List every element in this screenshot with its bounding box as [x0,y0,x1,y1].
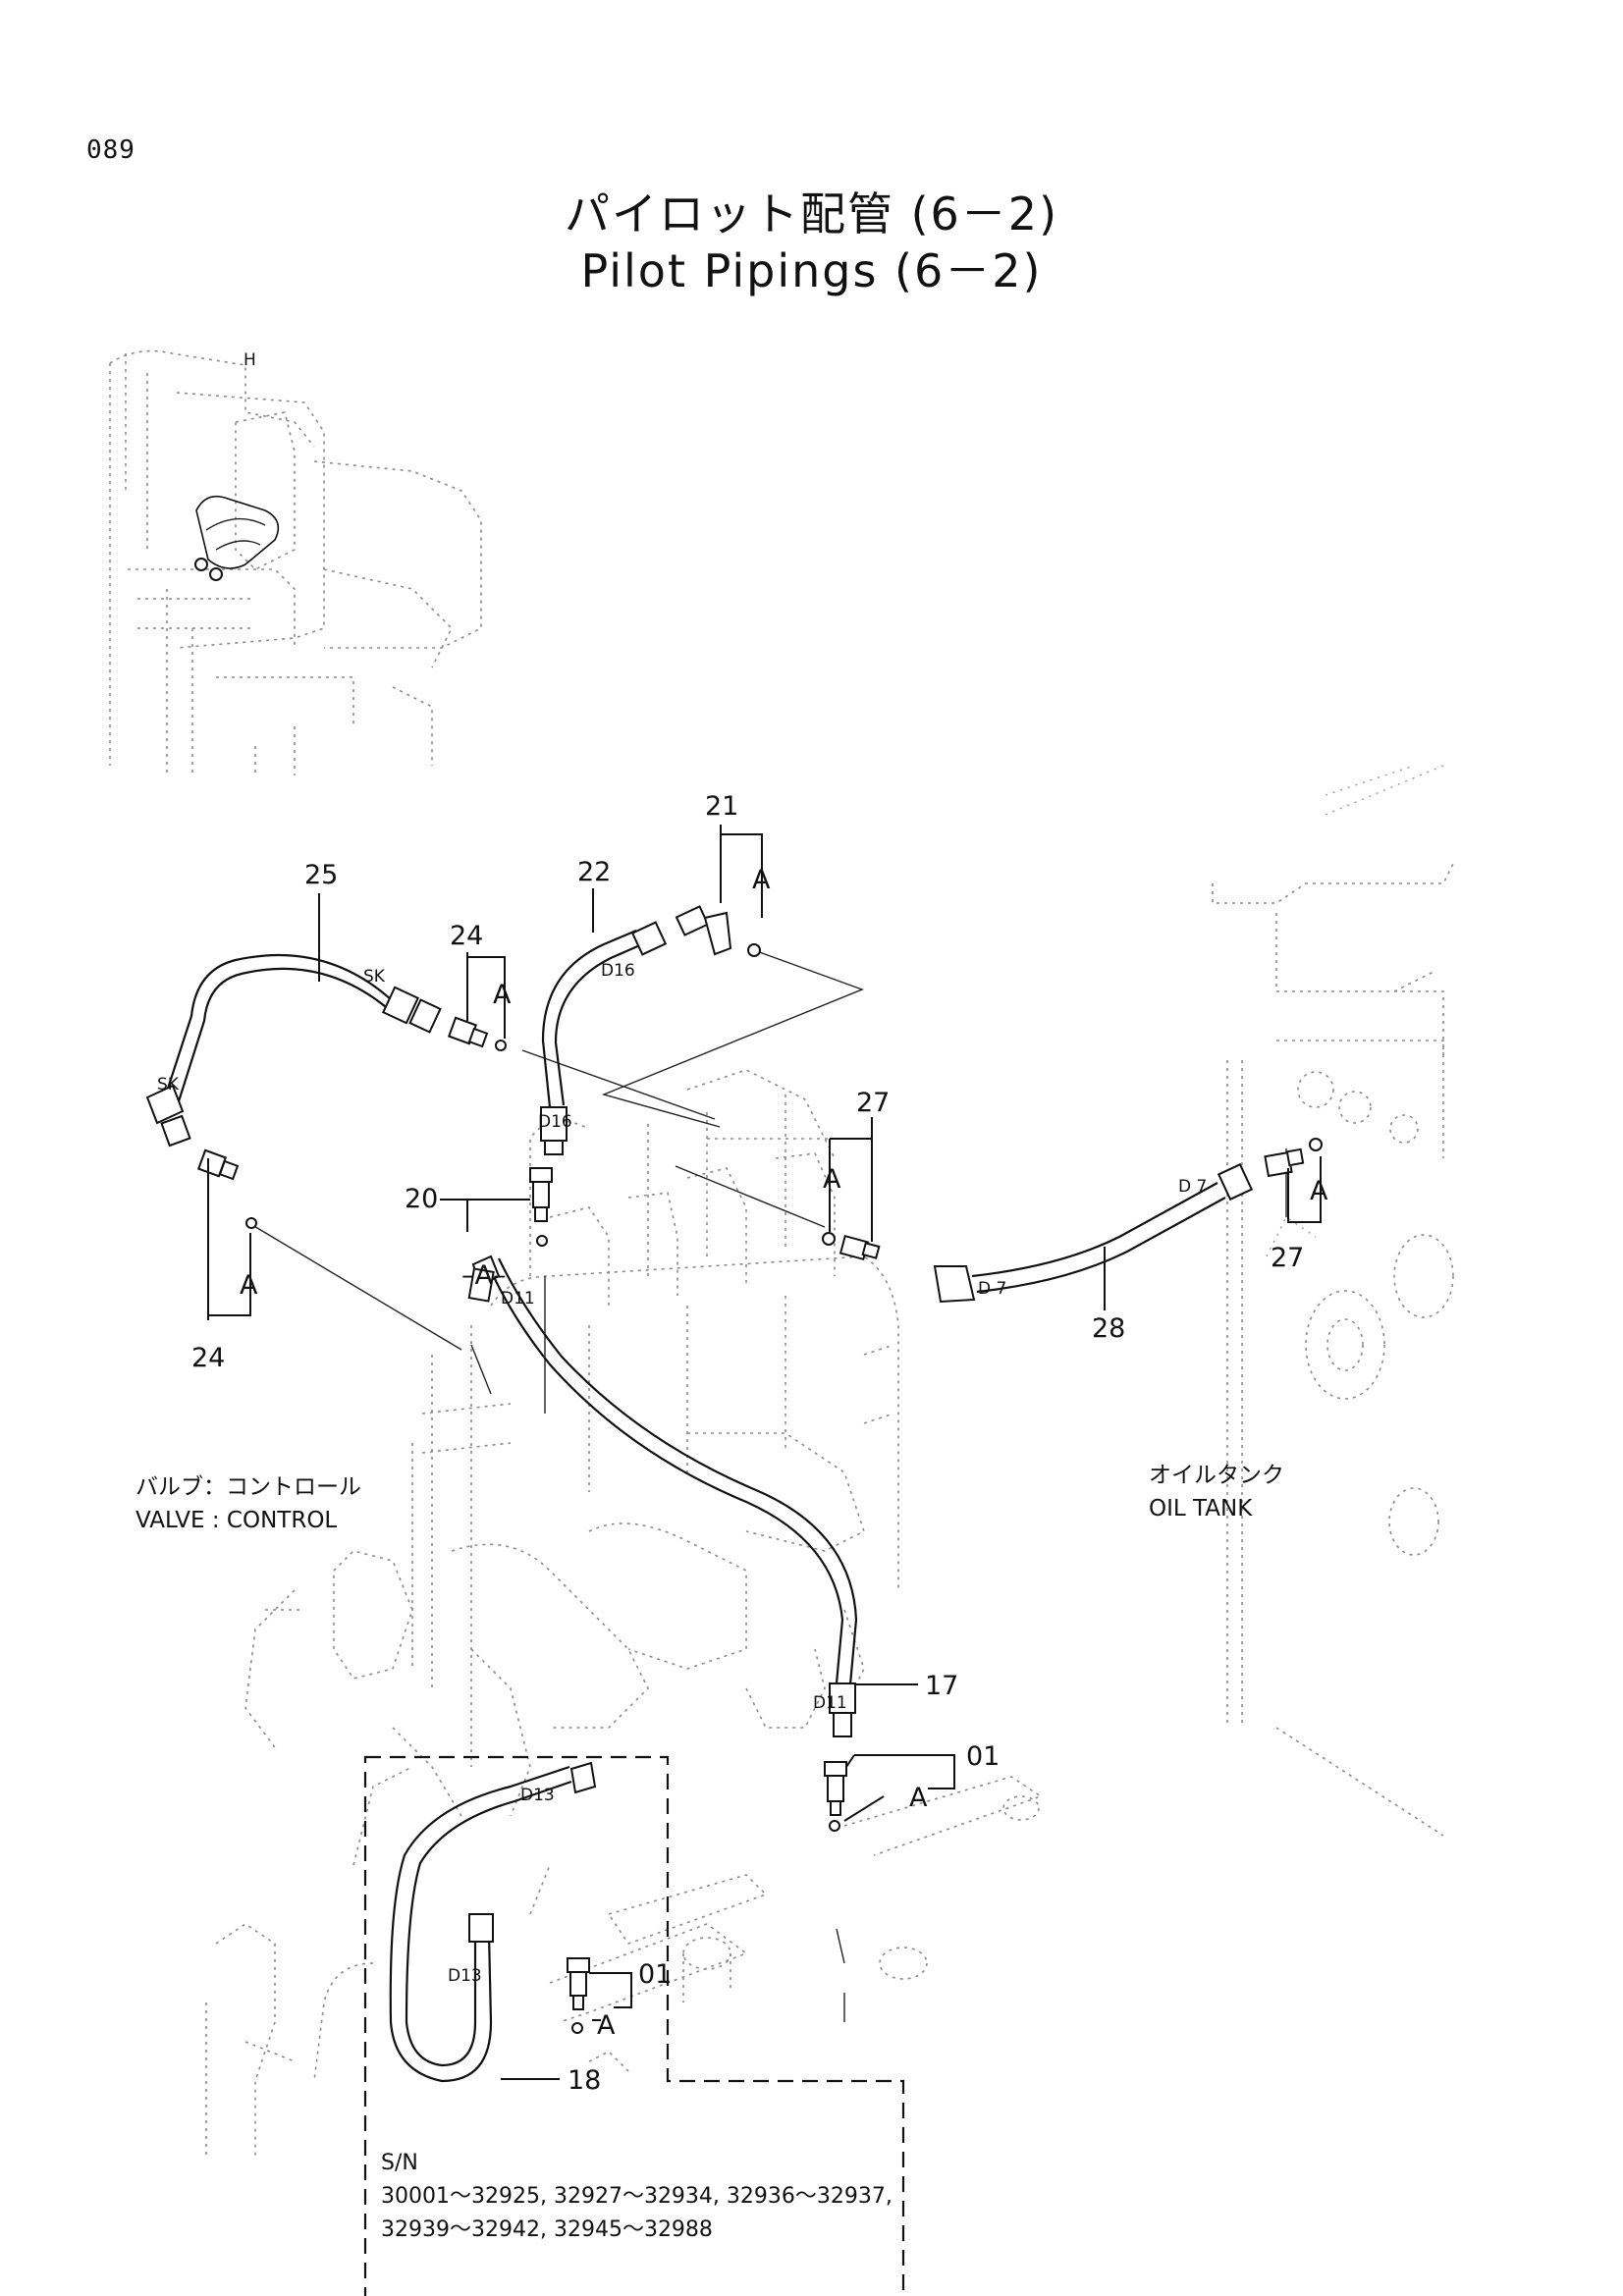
callout-21: 21 [705,791,738,822]
oring-a-20: –A– [461,1260,506,1291]
tank-label-japanese: オイルタンク [1149,1463,1284,1488]
mark-d11-lower: D11 [813,1693,847,1713]
mark-d7-lower: D 7 [978,1279,1006,1299]
mark-d13-lower: D13 [448,1966,482,1986]
serial-heading: S/N [381,2151,418,2175]
callout-24-bottom: 24 [191,1343,225,1373]
overview-mark: H [243,350,256,370]
mark-d16-upper: D16 [601,961,635,981]
callout-01-inner: 01 [638,1959,672,1990]
serial-boundary [363,1755,905,2296]
callout-01-right: 01 [966,1741,1000,1772]
serial-line-2: 32939～32942, 32945～32988 [381,2217,713,2242]
mark-sk-lower: SK [157,1075,180,1095]
hoses [163,929,1226,2083]
callout-27-right: 27 [1271,1243,1304,1273]
manifold-outline [205,1766,1043,2160]
leader-lines [207,825,1322,2080]
mark-d11-upper: D11 [501,1289,535,1308]
callout-25: 25 [304,860,338,890]
callout-20: 20 [405,1184,438,1214]
title-japanese: パイロット配管 (6－2) [564,187,1059,240]
callout-28: 28 [1092,1313,1125,1344]
control-valve-outline [244,1069,899,1817]
fittings [145,905,1323,2034]
oring-a-01-right: A [909,1783,928,1813]
title-english: Pilot Pipings (6－2) [580,244,1043,297]
mark-d7-upper: D 7 [1178,1177,1207,1197]
mark-sk-upper: SK [363,967,386,987]
oil-tank-outline [1212,765,1454,1837]
mark-d16-lower: D16 [538,1112,572,1132]
page-number: 089 [86,135,135,165]
component-labels: バルブ：コントロール VALVE : CONTROL オイルタンク OIL TA… [135,1463,1284,1533]
hose-size-marks: SK SK D16 D16 D11 D11 D 7 D 7 D13 D13 [157,961,1207,1986]
valve-label-japanese: バルブ：コントロール [135,1474,361,1500]
machine-overview-sketch: H [109,349,482,775]
oring-a-24-top: A [493,980,512,1010]
callout-22: 22 [577,857,611,887]
oring-a-27-left: A [823,1164,841,1195]
oring-a-27-right: A [1310,1176,1328,1206]
callout-numbers: 21 22 25 24 24 20 27 27 28 17 01 01 18 [191,791,1304,2096]
callout-17: 17 [925,1671,958,1701]
oring-a-21: A [752,865,771,895]
oring-labels: A A A –A– A A A A [240,865,1328,2041]
tank-label-english: OIL TANK [1149,1496,1253,1522]
serial-line-1: 30001～32925, 32927～32934, 32936～32937, [381,2184,893,2209]
valve-label-english: VALVE : CONTROL [135,1508,337,1533]
guide-lines [251,949,1287,2022]
callout-27-left: 27 [856,1088,890,1118]
mark-d13-upper: D13 [520,1786,555,1805]
callout-18: 18 [568,2065,601,2096]
serial-number-note: S/N 30001～32925, 32927～32934, 32936～3293… [381,2151,893,2242]
oring-a-01-inner: A [597,2010,616,2041]
oring-a-24-bottom: A [240,1270,258,1301]
callout-24-top: 24 [450,921,483,951]
